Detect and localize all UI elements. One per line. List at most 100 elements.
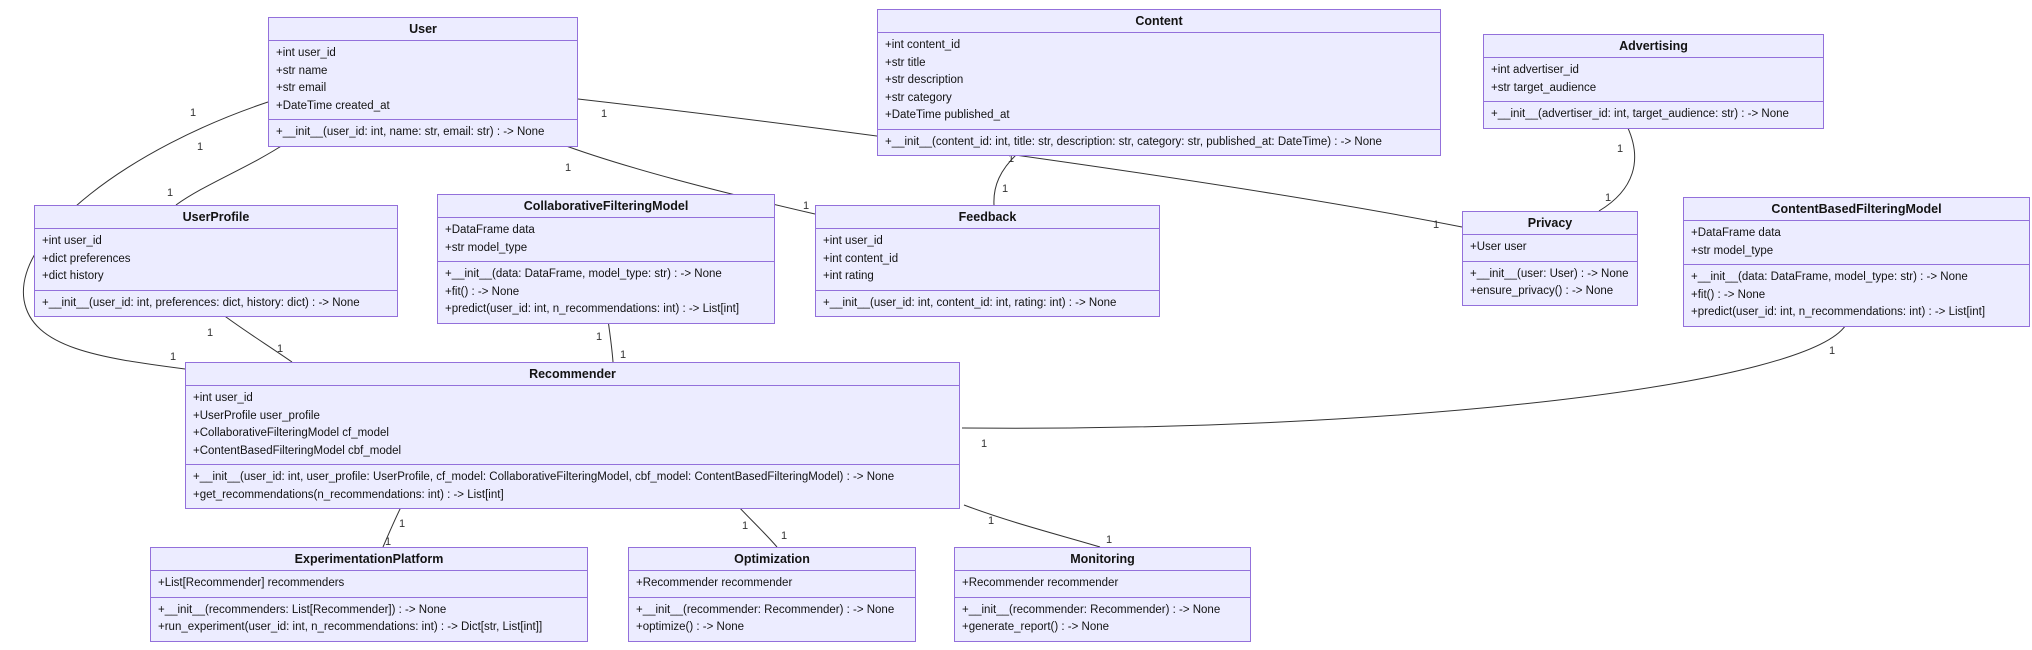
class-box-experimentation[interactable]: ExperimentationPlatform +List[Recommender… (150, 547, 588, 642)
class-box-monitoring[interactable]: Monitoring +Recommender recommender +__ini… (954, 547, 1251, 642)
edge-cfm-recommender (607, 319, 614, 363)
class-attribute: +int user_id (276, 47, 336, 59)
multiplicity-label: 1 (167, 187, 173, 199)
methods-compartment: +__init__(recommender: Recommender) : ->… (955, 598, 1250, 641)
class-attribute: +List[Recommender] recommenders (158, 577, 345, 589)
class-attribute: +UserProfile user_profile (193, 409, 320, 422)
class-attribute: +str title (885, 56, 926, 69)
multiplicity-label: 1 (1617, 143, 1623, 155)
class-box-optimization[interactable]: Optimization+Recommender recommender+__i… (628, 547, 916, 642)
class-method: +get_recommendations(n_recommendations: … (193, 488, 504, 501)
class-box-user[interactable]: User+int user_id+str name+str email+Date… (268, 17, 578, 147)
class-attribute: +int content_id (823, 252, 899, 265)
attributes-compartment: +int content_id+str title+str descriptio… (878, 33, 1440, 130)
class-attribute: +int user_id (42, 235, 102, 247)
multiplicity-label: 1 (197, 141, 203, 153)
class-attribute: +str model_type (445, 241, 528, 254)
class-attribute: +str name (276, 64, 328, 77)
class-method: +__init__(data: DataFrame, model_type: s… (1691, 271, 1968, 283)
multiplicity-label: 1 (1008, 153, 1014, 165)
class-method: +__init__(data: DataFrame, model_type: s… (445, 268, 722, 280)
attributes-compartment: +int user_id +UserProfile user_profile +Co… (186, 386, 959, 465)
class-attribute: +int user_id (193, 392, 253, 404)
methods-compartment: +__init__(user_id: int, preferences: dic… (35, 291, 397, 317)
class-attribute: +DateTime published_at (885, 109, 1010, 121)
class-attribute: +ContentBasedFilteringModel cbf_model (193, 444, 402, 457)
attributes-compartment: +int user_id +dict preferences +dict histo… (35, 229, 397, 291)
class-attribute: +int user_id (823, 235, 883, 247)
class-box-cfm[interactable]: CollaborativeFilteringModel+DataFrame da… (437, 194, 775, 324)
edge-cbfm-recommender (961, 322, 1848, 429)
class-title-feedback: Feedback (816, 206, 1159, 229)
class-attribute: +int advertiser_id (1491, 64, 1579, 76)
methods-compartment: +__init__(advertiser_id: int, target_aud… (1484, 102, 1823, 128)
class-attribute: +DataFrame data (445, 224, 535, 236)
class-title-userprofile: UserProfile (35, 206, 397, 229)
multiplicity-label: 1 (170, 351, 176, 363)
class-attribute: +CollaborativeFilteringModel cf_model (193, 427, 389, 439)
class-title-experimentation: ExperimentationPlatform (151, 548, 587, 571)
class-title-cfm: CollaborativeFilteringModel (438, 195, 774, 218)
class-method: +fit() : -> None (1691, 288, 1766, 301)
class-attribute: +int content_id (885, 39, 961, 51)
class-title-recommender: Recommender (186, 363, 959, 386)
methods-compartment: +__init__(recommender: Recommender) : ->… (629, 598, 915, 641)
class-method: +__init__(user_id: int, name: str, email… (276, 126, 545, 138)
class-method: +ensure_privacy() : -> None (1470, 285, 1614, 297)
class-method: +optimize() : -> None (636, 621, 745, 633)
class-attribute: +dict history (42, 270, 104, 282)
class-attribute: +int rating (823, 270, 874, 282)
class-attribute: +DataFrame data (1691, 227, 1781, 239)
class-attribute: +dict preferences (42, 252, 131, 265)
class-box-content[interactable]: Content+int content_id+str title+str des… (877, 9, 1441, 156)
class-box-feedback[interactable]: Feedback +int user_id +int content_id +int … (815, 205, 1160, 317)
class-box-privacy[interactable]: Privacy+User user+__init__(user: User) :… (1462, 211, 1638, 306)
methods-compartment: +__init__(user_id: int, name: str, email… (269, 120, 577, 146)
multiplicity-label: 1 (620, 349, 626, 361)
attributes-compartment: +Recommender recommender (955, 571, 1250, 598)
multiplicity-label: 1 (988, 515, 994, 527)
multiplicity-label: 1 (1433, 219, 1439, 231)
class-attribute: +str category (885, 91, 952, 104)
class-title-cbfm: ContentBasedFilteringModel (1684, 198, 2029, 221)
edge-content-feedback (993, 152, 1019, 206)
class-attribute: +Recommender recommender (962, 577, 1119, 589)
class-attribute: +Recommender recommender (636, 577, 793, 589)
multiplicity-label: 1 (1106, 534, 1112, 546)
methods-compartment: +__init__(user_id: int, user_profile: Us… (186, 465, 959, 508)
class-title-privacy: Privacy (1463, 212, 1637, 235)
attributes-compartment: +int advertiser_id +str target_audience (1484, 58, 1823, 102)
class-method: +run_experiment(user_id: int, n_recommen… (158, 621, 543, 633)
edge-user-recommender (22, 101, 269, 370)
edge-user-userprofile (175, 142, 287, 206)
attributes-compartment: +int user_id+str name+str email+DateTime… (269, 41, 577, 120)
multiplicity-label: 1 (781, 530, 787, 542)
class-method: +__init__(user_id: int, user_profile: Us… (193, 471, 895, 483)
class-method: +__init__(content_id: int, title: str, d… (885, 135, 1382, 148)
multiplicity-label: 1 (1605, 192, 1611, 204)
methods-compartment: +__init__(user_id: int, content_id: int,… (816, 291, 1159, 317)
class-box-userprofile[interactable]: UserProfile +int user_id +dict preferences… (34, 205, 398, 317)
class-title-user: User (269, 18, 577, 41)
class-attribute: +str target_audience (1491, 81, 1597, 94)
class-box-cbfm[interactable]: ContentBasedFilteringModel +DataFrame dat… (1683, 197, 2030, 327)
multiplicity-label: 1 (385, 536, 391, 548)
class-box-advertising[interactable]: Advertising+int advertiser_id+str target… (1483, 34, 1824, 129)
class-box-recommender[interactable]: Recommender +int user_id +UserProfile user… (185, 362, 960, 509)
attributes-compartment: +List[Recommender] recommenders (151, 571, 587, 598)
class-method: +__init__(advertiser_id: int, target_aud… (1491, 108, 1789, 120)
class-attribute: +str email (276, 82, 327, 94)
class-title-monitoring: Monitoring (955, 548, 1250, 571)
multiplicity-label: 1 (1002, 183, 1008, 195)
edge-user-privacy (577, 98, 1463, 228)
attributes-compartment: +DataFrame data +str model_type (438, 218, 774, 262)
multiplicity-label: 1 (803, 200, 809, 212)
methods-compartment: +__init__(content_id: int, title: str, d… (878, 130, 1440, 156)
multiplicity-label: 1 (742, 520, 748, 532)
methods-compartment: +__init__(recommenders: List[Recommender… (151, 598, 587, 641)
edge-advertising-privacy (1598, 125, 1635, 212)
class-method: +__init__(user_id: int, preferences: dic… (42, 296, 360, 309)
class-method: +__init__(user_id: int, content_id: int,… (823, 296, 1117, 309)
methods-compartment: +__init__(data: DataFrame, model_type: s… (438, 262, 774, 323)
attributes-compartment: +User user (1463, 235, 1637, 262)
